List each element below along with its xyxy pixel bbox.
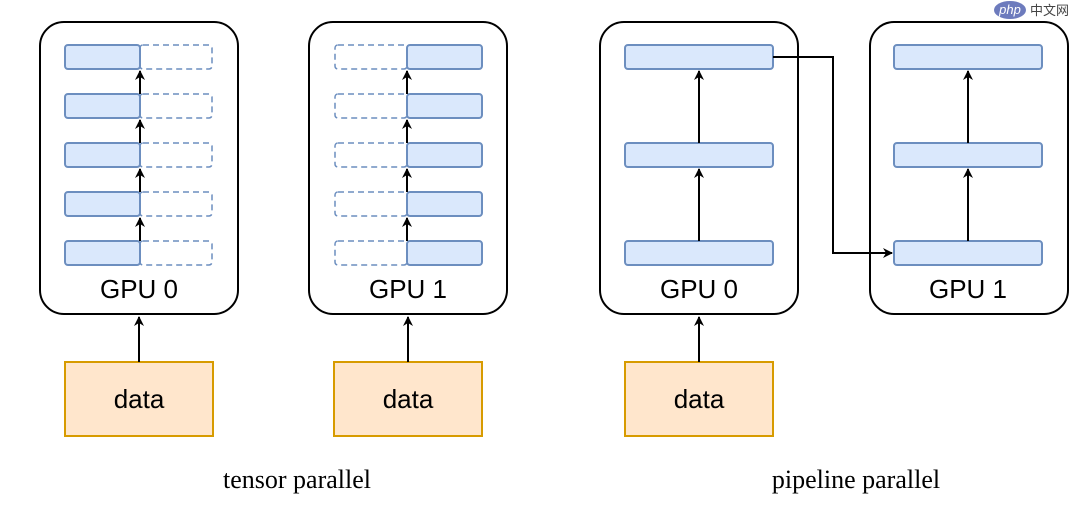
tp-gpu0: GPU 0 xyxy=(39,21,239,315)
tp-gpu1-label: GPU 1 xyxy=(369,274,447,304)
tp-data0-label: data xyxy=(114,384,165,414)
watermark-brand: php xyxy=(998,2,1021,17)
tp-gpu1-shard-dashed-1 xyxy=(334,240,408,266)
pipeline-parallel-group: GPU 0 GPU 1 data pipeline parallel xyxy=(599,21,1069,494)
tp-data1-label: data xyxy=(383,384,434,414)
pp-gpu1-layer-3 xyxy=(893,44,1043,70)
pp-data0-box xyxy=(624,361,774,437)
tp-gpu0-layer-4 xyxy=(64,93,141,119)
tp-gpu0-label: GPU 0 xyxy=(100,274,178,304)
tp-data0-box xyxy=(64,361,214,437)
watermark-logo-icon xyxy=(994,1,1026,19)
pp-gpu0-layer-2 xyxy=(624,142,774,168)
pp-gpu0-layer-3 xyxy=(624,44,774,70)
tp-gpu1-layer-3 xyxy=(406,142,483,168)
tp-gpu1-layer-1 xyxy=(406,240,483,266)
pp-caption: pipeline parallel xyxy=(772,465,940,494)
tp-caption: tensor parallel xyxy=(223,465,371,494)
pp-gpu0: GPU 0 xyxy=(599,21,799,315)
pp-gpu1-layer-1 xyxy=(893,240,1043,266)
watermark: php 中文网 xyxy=(994,1,1069,19)
pp-cross-gpu-arrow xyxy=(773,56,893,258)
tp-gpu1-layer-5 xyxy=(406,44,483,70)
tp-gpu1: GPU 1 xyxy=(308,21,508,315)
tp-gpu0-layer-3 xyxy=(64,142,141,168)
tp-data1: data xyxy=(333,361,483,437)
tp-gpu0-shard-dashed-5 xyxy=(139,44,213,70)
tp-gpu1-shard-dashed-3 xyxy=(334,142,408,168)
pp-gpu1-label: GPU 1 xyxy=(929,274,1007,304)
tp-gpu1-layer-4 xyxy=(406,93,483,119)
tp-data1-box xyxy=(333,361,483,437)
pp-gpu1-layer-2 xyxy=(893,142,1043,168)
tp-gpu0-shard-dashed-1 xyxy=(139,240,213,266)
pp-data0: data xyxy=(624,361,774,437)
tp-gpu0-shard-dashed-3 xyxy=(139,142,213,168)
watermark-site: 中文网 xyxy=(1030,3,1069,18)
tp-gpu0-layer-5 xyxy=(64,44,141,70)
tp-gpu1-layer-2 xyxy=(406,191,483,217)
pp-data0-label: data xyxy=(674,384,725,414)
tp-data0: data xyxy=(64,361,214,437)
tp-gpu1-shard-dashed-5 xyxy=(334,44,408,70)
tp-gpu0-shard-dashed-2 xyxy=(139,191,213,217)
tp-gpu1-shard-dashed-2 xyxy=(334,191,408,217)
pp-gpu0-layer-1 xyxy=(624,240,774,266)
pp-gpu1: GPU 1 xyxy=(869,21,1069,315)
tp-gpu0-layer-2 xyxy=(64,191,141,217)
tensor-parallel-group: GPU 0 GPU 1 data xyxy=(39,21,508,494)
tp-gpu0-shard-dashed-4 xyxy=(139,93,213,119)
tp-gpu0-layer-1 xyxy=(64,240,141,266)
tp-gpu1-shard-dashed-4 xyxy=(334,93,408,119)
pp-gpu0-label: GPU 0 xyxy=(660,274,738,304)
